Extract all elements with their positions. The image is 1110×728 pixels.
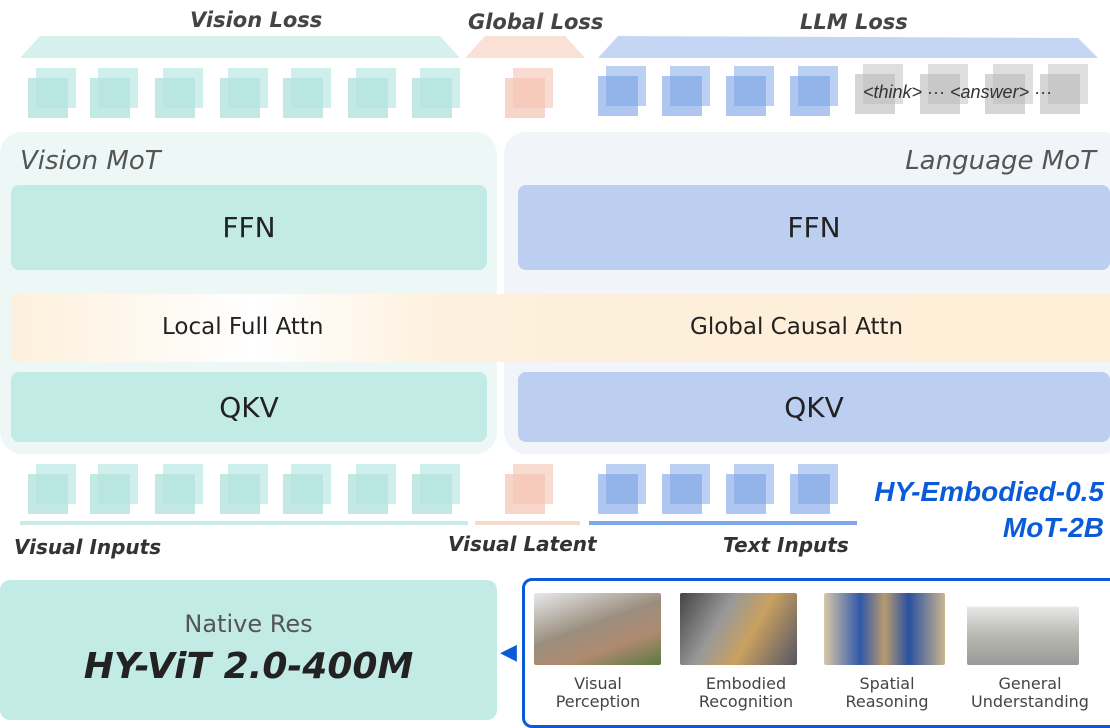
global-causal-attn-label: Global Causal Attn [690, 314, 904, 340]
vision-output-token [90, 68, 170, 128]
vision-qkv-block: QKV [11, 372, 487, 442]
task-line: Recognition [698, 692, 794, 711]
task-line: Spatial [859, 674, 915, 693]
vision-output-token [28, 68, 108, 128]
llm-output-token [726, 66, 806, 126]
model-name-line1: HY-Embodied-0.5 [874, 476, 1104, 507]
task-line: Visual [574, 674, 622, 693]
visual-input-token [28, 464, 108, 524]
visual-inputs-label: Visual Inputs [14, 535, 162, 559]
global-loss-head [465, 36, 585, 58]
llm-loss-head [598, 36, 1098, 58]
task-line: Embodied [705, 674, 787, 693]
arrow-left-icon: ◀ [500, 640, 517, 665]
visual-input-token [90, 464, 170, 524]
reasoning-output-token [855, 64, 935, 124]
vision-output-token [348, 68, 428, 128]
vit-encoder-block [0, 580, 497, 720]
visual-latent-label: Visual Latent [448, 532, 597, 556]
llm-output-token [790, 66, 870, 126]
language-ffn-block: FFN [518, 185, 1110, 270]
visual-input-token [155, 464, 235, 524]
vision-loss-head [20, 36, 460, 58]
visual-perception-image [534, 593, 661, 665]
vit-subtitle: Native Res [184, 610, 313, 638]
vit-title: HY-ViT 2.0-400M [83, 646, 414, 687]
reasoning-output-token [1040, 64, 1110, 124]
task-line: Perception [555, 692, 641, 711]
reasoning-output-token [985, 64, 1065, 124]
spatial-reasoning-image [824, 593, 945, 665]
visual-input-token [283, 464, 363, 524]
visual-latent-token [505, 464, 585, 524]
text-inputs-label: Text Inputs [723, 533, 849, 557]
language-qkv-block: QKV [518, 372, 1110, 442]
text-input-token [662, 464, 742, 524]
text-input-token [790, 464, 870, 524]
vision-output-token [283, 68, 363, 128]
visual-latent-underline [475, 521, 580, 525]
visual-input-token [220, 464, 300, 524]
model-name-line2: MoT-2B [1002, 512, 1104, 543]
visual-input-token [412, 464, 492, 524]
general-understanding-image [967, 593, 1079, 665]
vision-mot-label: Vision MoT [20, 146, 161, 176]
think-answer-tokens: <think> ··· <answer> ··· [863, 82, 1053, 102]
reasoning-output-token [920, 64, 1000, 124]
global-output-token [505, 68, 585, 128]
llm-output-token [598, 66, 678, 126]
embodied-recognition-image [680, 593, 797, 665]
vision-output-token [220, 68, 300, 128]
vision-output-token [155, 68, 235, 128]
vision-output-token [412, 68, 492, 128]
text-input-token [598, 464, 678, 524]
visual-input-token [348, 464, 428, 524]
text-input-token [726, 464, 806, 524]
llm-output-token [662, 66, 742, 126]
task-line: Understanding [971, 692, 1089, 711]
vision-loss-label: Vision Loss [190, 8, 323, 32]
text-inputs-underline [589, 521, 857, 525]
visual-inputs-underline [20, 521, 468, 525]
llm-loss-label: LLM Loss [800, 10, 908, 34]
vision-ffn-block: FFN [11, 185, 487, 270]
loss-heads [20, 36, 1098, 58]
global-loss-label: Global Loss [468, 10, 604, 34]
language-mot-label: Language MoT [905, 146, 1096, 176]
attention-layer [11, 294, 1110, 362]
local-full-attn-label: Local Full Attn [162, 314, 324, 340]
task-line: General [998, 674, 1062, 693]
task-line: Reasoning [845, 692, 929, 711]
